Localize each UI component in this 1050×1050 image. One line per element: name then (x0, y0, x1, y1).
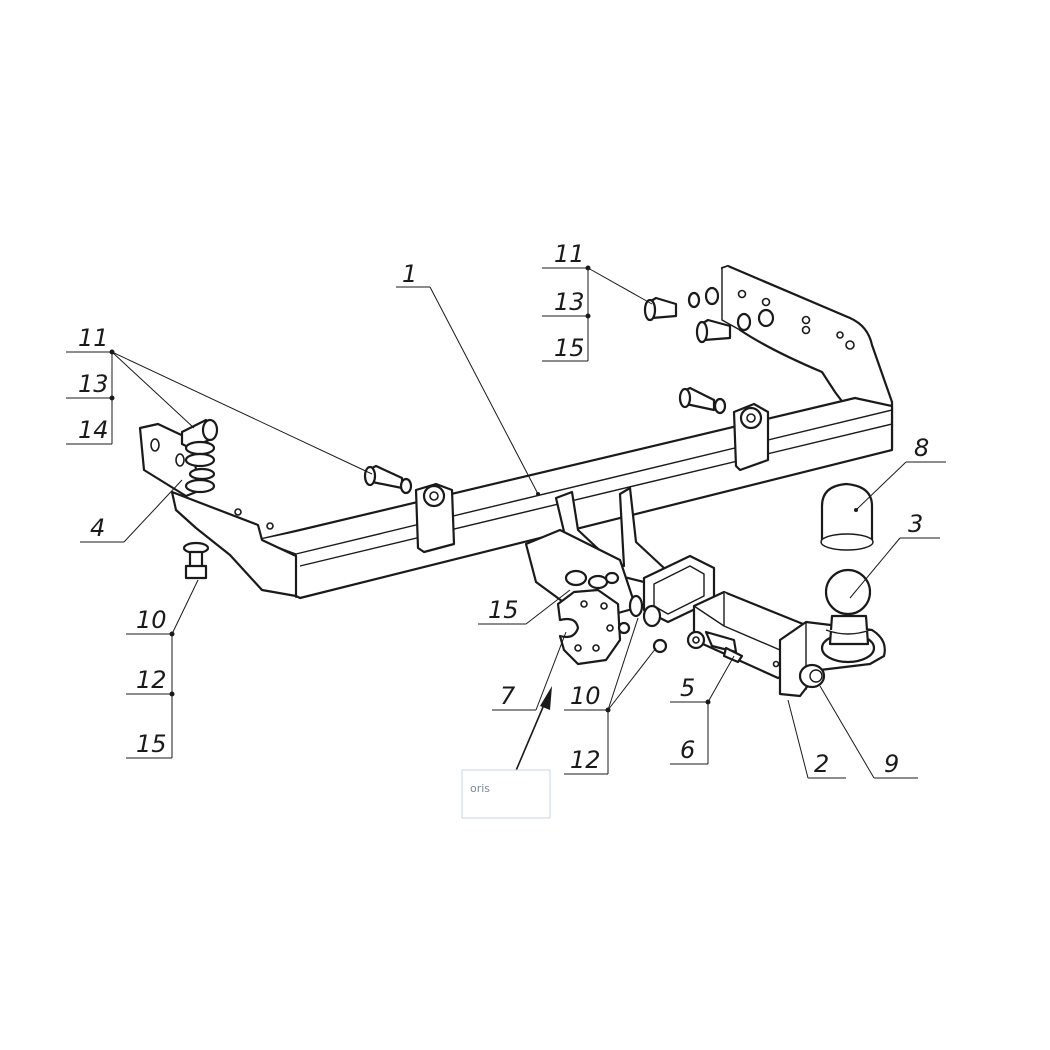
locking-pin (686, 630, 744, 664)
callout-label-15-left: 15 (136, 730, 167, 758)
beam-flange-left (414, 482, 456, 554)
callout-label-13-top: 13 (554, 288, 585, 316)
socket-arrow (511, 686, 552, 781)
callout-label-4: 4 (90, 514, 105, 542)
beam-bolt-right (678, 386, 727, 415)
socket-bracket (556, 588, 622, 666)
callout-label-14-left: 14 (78, 416, 109, 444)
callout-label-8: 8 (914, 434, 929, 462)
callout-4: 4 (80, 479, 183, 543)
callout-label-9: 9 (884, 750, 899, 778)
callout-label-5: 5 (680, 674, 695, 702)
callout-label-2: 2 (814, 750, 829, 778)
callout-group-center: 10 12 (564, 617, 657, 775)
callout-label-3: 3 (908, 510, 923, 538)
left-top-bolt (180, 418, 219, 494)
callout-label-15-center: 15 (488, 596, 519, 624)
callout-label-15-top: 15 (554, 334, 585, 362)
tow-ball (824, 568, 872, 646)
oris-stamp: oris (461, 769, 551, 819)
socket-bolts (564, 569, 668, 654)
callout-group-top-left: 11 13 14 (66, 324, 373, 475)
callout-label-11-top: 11 (554, 240, 585, 268)
callout-2: 2 (787, 699, 846, 779)
callout-label-11-left: 11 (78, 324, 109, 352)
callout-label-6: 6 (680, 736, 695, 764)
callout-group-bottom-left: 10 12 15 (126, 579, 199, 759)
callout-label-1: 1 (402, 260, 417, 288)
callout-3: 3 (849, 510, 940, 599)
callout-label-7: 7 (500, 682, 516, 710)
callout-label-12-left: 12 (136, 666, 167, 694)
callout-group-top-right: 11 13 15 (542, 240, 653, 362)
callout-8: 8 (854, 434, 946, 512)
oris-stamp-text: oris (470, 782, 490, 795)
callout-label-12-center: 12 (570, 746, 601, 774)
top-right-bolts (643, 286, 775, 344)
ball-mount-nut (798, 663, 826, 689)
callout-7: 7 (492, 631, 567, 711)
callout-label-10-left: 10 (136, 606, 167, 634)
callout-label-13-left: 13 (78, 370, 109, 398)
callout-group-pin: 5 6 (670, 655, 735, 765)
ball-cap (820, 482, 874, 551)
beam-flange-right (732, 402, 770, 472)
callout-15-center: 15 (478, 589, 571, 625)
beam-bolt-left (363, 464, 413, 495)
left-mounting-bracket (138, 422, 298, 598)
callout-9: 9 (819, 685, 918, 779)
callout-label-10-center: 10 (570, 682, 601, 710)
left-bottom-bolt (182, 541, 210, 580)
callout-1: 1 (396, 260, 540, 496)
